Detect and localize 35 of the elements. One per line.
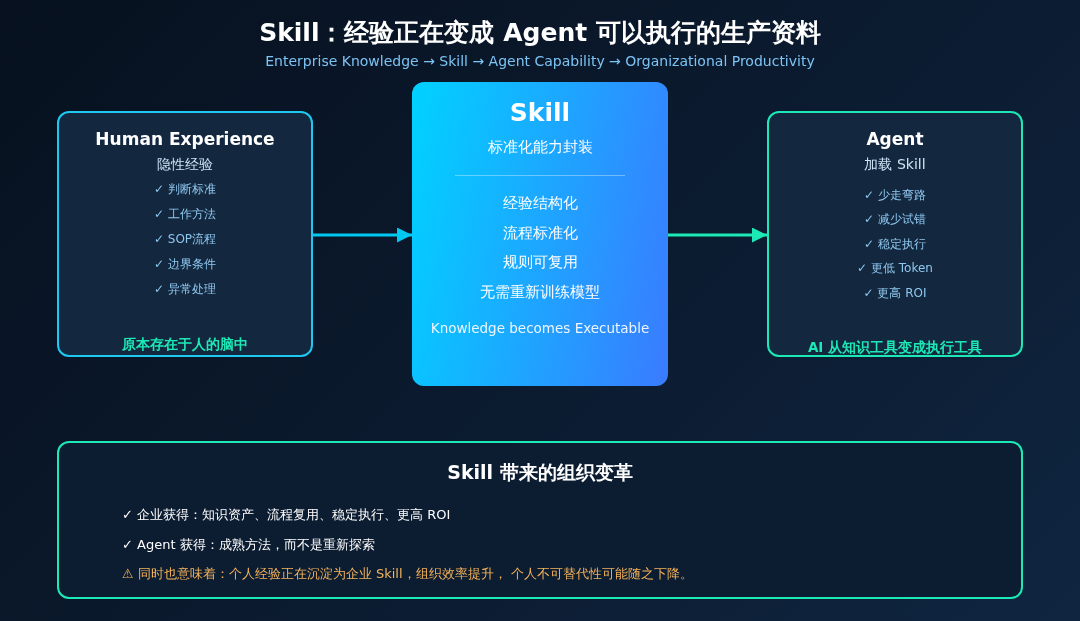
checklist-item: ✓ 更高 ROI xyxy=(863,285,927,301)
checklist-item: ✓ 工作方法 xyxy=(154,206,216,222)
process-box xyxy=(767,111,1023,357)
title: Skill：经验正在变成 Agent 可以执行的生产资料 xyxy=(259,18,821,48)
feature-item: 无需重新训练模型 xyxy=(480,283,600,302)
benefit-item: ✓ Agent 获得：成熟方法，而不是重新探索 xyxy=(122,536,375,553)
arrow xyxy=(313,227,412,243)
process-box xyxy=(57,111,313,357)
feature-item: 规则可复用 xyxy=(502,254,578,272)
panel-heading: Skill 带来的组织变革 xyxy=(447,460,633,484)
feature-item: 流程标准化 xyxy=(502,224,578,243)
info-panel xyxy=(57,441,1023,599)
tagline: Knowledge becomes Executable xyxy=(430,319,650,337)
highlight-text: AI 从知识工具变成执行工具 xyxy=(807,339,983,356)
arrow xyxy=(668,227,767,243)
benefit-item: ✓ 企业获得：知识资产、流程复用、稳定执行、更高 ROI xyxy=(122,507,451,523)
box-subheading: 标准化能力封装 xyxy=(487,138,593,156)
highlight-text: 原本存在于人的脑中 xyxy=(122,335,248,353)
checklist-item: ✓ 更低 Token xyxy=(857,261,933,276)
checklist-item: ✓ 边界条件 xyxy=(154,256,216,272)
warning-note: ⚠ 同时也意味着：个人经验正在沉淀为企业 Skill，组织效率提升， 个人不可替代性可能随之下降。 xyxy=(122,566,693,582)
checklist-item: ✓ 减少试错 xyxy=(864,212,926,227)
box-subheading: 加载 Skill xyxy=(864,155,926,173)
box-subheading: 隐性经验 xyxy=(157,155,213,173)
box-heading: Human Experience xyxy=(95,128,275,150)
checklist-item: ✓ 稳定执行 xyxy=(864,236,926,252)
checklist-item: ✓ 少走弯路 xyxy=(864,187,926,203)
box-heading: Skill xyxy=(509,98,571,128)
checklist-item: ✓ 异常处理 xyxy=(154,281,216,297)
checklist-item: ✓ 判断标准 xyxy=(154,181,216,197)
skill-box xyxy=(412,82,668,386)
feature-item: 经验结构化 xyxy=(502,195,578,213)
checklist-item: ✓ SOP流程 xyxy=(153,231,217,247)
subtitle: Enterprise Knowledge → Skill → Agent Capability → Organizational Productivity xyxy=(265,52,815,70)
box-heading: Agent xyxy=(866,128,924,150)
